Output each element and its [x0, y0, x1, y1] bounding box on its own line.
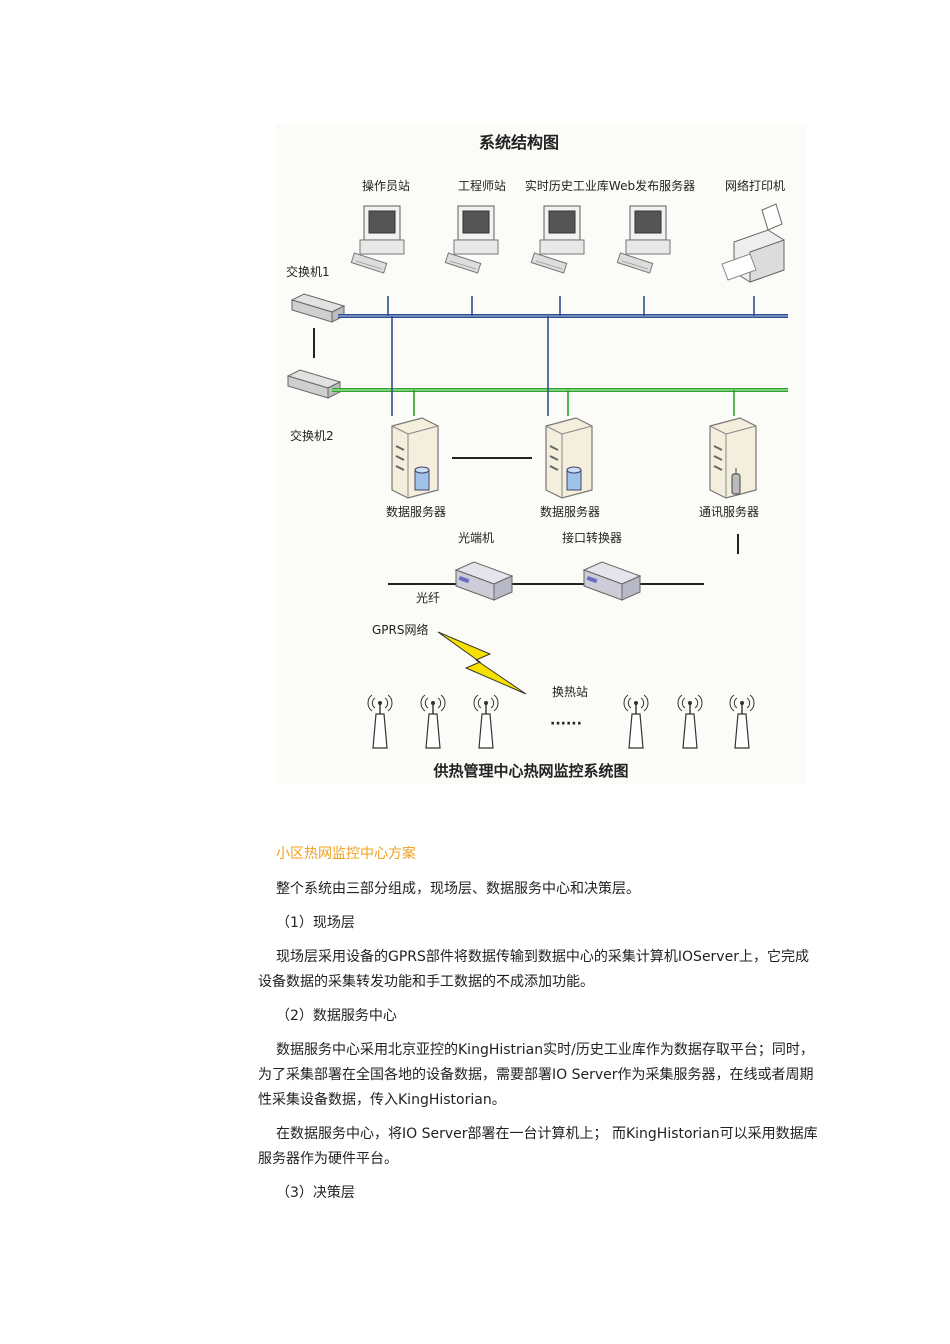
station-ellipsis: ······: [550, 716, 582, 732]
system-diagram: 系统结构图 操作员站 工程师站 实时历史工业库Web发布服务器 网络打印机 交换…: [276, 124, 806, 784]
diagram-title: 系统结构图: [479, 133, 559, 152]
gprs-lightning-icon: [437, 631, 527, 695]
label-data-server-1: 数据服务器: [386, 504, 446, 519]
diagram-bottom-title: 供热管理中心热网监控系统图: [432, 762, 628, 780]
paragraph-data-center: 数据服务中心采用北京亚控的KingHistrian实时/历史工业库作为数据存取平…: [258, 1042, 814, 1108]
green-drop-lines: [413, 390, 735, 416]
label-engineer-station: 工程师站: [458, 178, 506, 193]
blue-drop-lines: [387, 296, 755, 416]
label-switch-2: 交换机2: [290, 428, 334, 443]
label-network-printer: 网络打印机: [725, 178, 785, 193]
label-optical-terminal: 光端机: [458, 531, 494, 545]
label-heat-station: 换热站: [552, 685, 588, 699]
system-diagram-svg: 系统结构图 操作员站 工程师站 实时历史工业库Web发布服务器 网络打印机 交换…: [276, 124, 806, 784]
label-historian-web-server: 实时历史工业库Web发布服务器: [525, 178, 695, 193]
subheading-field-layer: （1）现场层: [276, 915, 355, 931]
comm-modem-icon: [731, 468, 741, 495]
database-2-icon: [566, 466, 582, 491]
paragraph-data-center-deploy: 在数据服务中心，将IO Server部署在一台计算机上； 而KingHistor…: [258, 1126, 818, 1167]
network-printer-icon: [721, 203, 785, 283]
label-gprs-network: GPRS网络: [372, 622, 429, 637]
label-data-server-2: 数据服务器: [540, 504, 600, 519]
label-switch-1: 交换机1: [286, 264, 330, 279]
document-text: 小区热网监控中心方案 整个系统由三部分组成，现场层、数据服务中心和决策层。 （1…: [258, 842, 818, 1215]
label-interface-converter: 接口转换器: [562, 530, 622, 545]
label-fiber: 光纤: [416, 591, 440, 605]
section-heading: 小区热网监控中心方案: [276, 846, 416, 862]
subheading-decision-layer: （3）决策层: [276, 1185, 355, 1201]
label-comm-server: 通讯服务器: [699, 504, 759, 519]
subheading-data-center: （2）数据服务中心: [276, 1008, 397, 1024]
database-1-icon: [414, 466, 430, 491]
paragraph-overview: 整个系统由三部分组成，现场层、数据服务中心和决策层。: [276, 881, 640, 897]
paragraph-field-layer: 现场层采用设备的GPRS部件将数据传输到数据中心的采集计算机IOServer上，…: [258, 949, 809, 990]
label-operator-station: 操作员站: [362, 178, 410, 193]
